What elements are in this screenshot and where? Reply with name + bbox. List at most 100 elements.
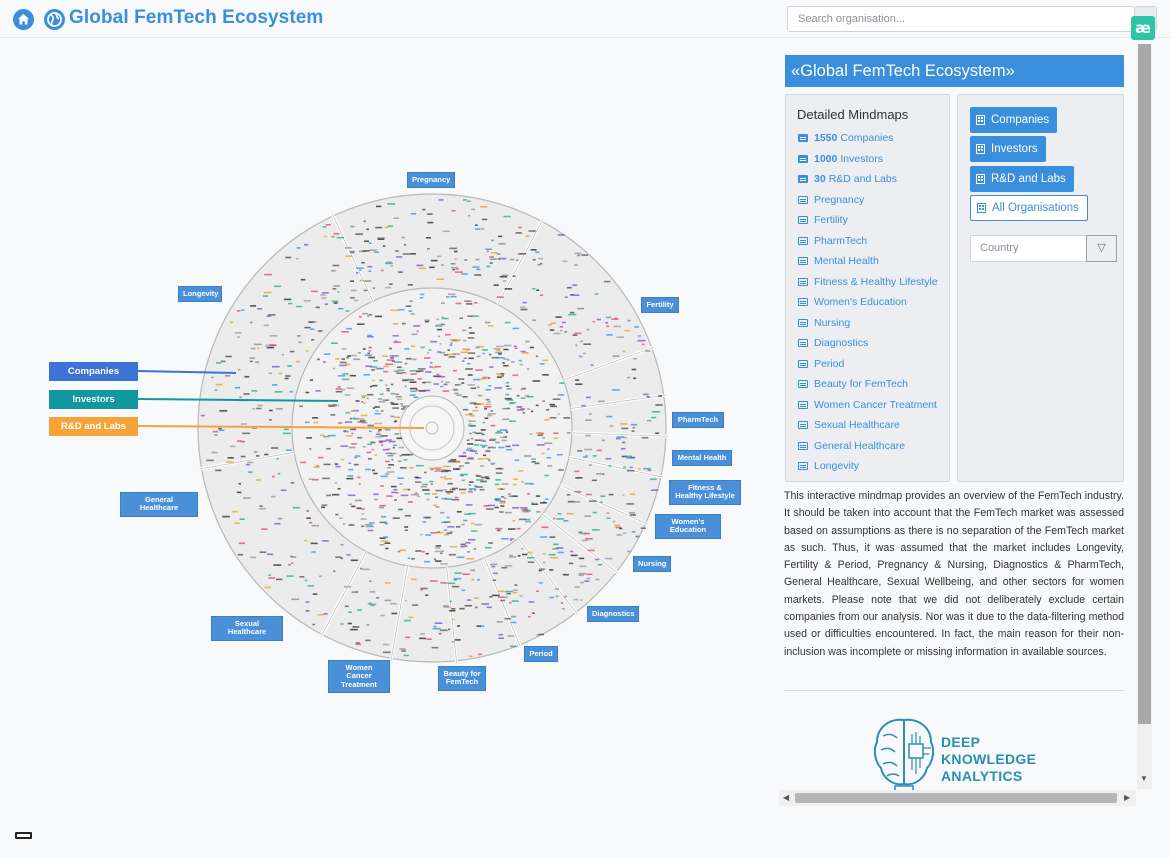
legend-rnd-labs[interactable]: R&D and Labs xyxy=(49,417,138,436)
org-logo-mark xyxy=(559,382,564,384)
vertical-scroll-thumb[interactable] xyxy=(1138,44,1151,724)
org-logo-mark xyxy=(524,509,531,512)
search-input[interactable] xyxy=(787,6,1135,32)
org-logo-mark xyxy=(616,437,621,440)
org-logo-mark xyxy=(374,498,378,501)
org-logo-mark xyxy=(386,359,394,361)
org-logo-mark xyxy=(394,361,402,363)
mindmap-link[interactable]: Period xyxy=(798,354,950,375)
org-logo-mark xyxy=(441,264,444,266)
org-logo-mark xyxy=(288,302,293,305)
mindmap-link[interactable]: Fertility xyxy=(798,210,950,231)
mindmap-link[interactable]: Pregnancy xyxy=(798,190,950,211)
org-logo-mark xyxy=(393,488,398,491)
investors-button[interactable]: Investors xyxy=(970,136,1046,162)
org-logo-mark xyxy=(433,383,439,385)
org-logo-mark xyxy=(527,493,530,495)
category-label[interactable]: Fitness & Healthy Lifestyle xyxy=(669,480,741,505)
home-icon[interactable] xyxy=(13,9,34,30)
org-logo-mark xyxy=(419,370,424,372)
org-logo-mark xyxy=(322,477,330,480)
horizontal-scroll-thumb[interactable] xyxy=(795,793,1117,803)
scroll-left-icon[interactable]: ◀ xyxy=(783,793,790,802)
org-logo-mark xyxy=(512,275,516,277)
org-logo-mark xyxy=(401,372,407,374)
org-logo-mark xyxy=(384,599,392,602)
org-logo-mark xyxy=(259,551,267,553)
org-logo-mark xyxy=(377,367,384,370)
mindmap-link[interactable]: Diagnostics xyxy=(798,333,950,354)
mindmap-link[interactable]: Nursing xyxy=(798,313,950,334)
companies-button[interactable]: Companies xyxy=(970,107,1058,133)
legend-companies[interactable]: Companies xyxy=(49,362,138,381)
org-logo-mark xyxy=(354,299,358,302)
org-logo-mark xyxy=(584,448,593,451)
ae-extension-icon[interactable]: æ xyxy=(1131,16,1155,40)
org-logo-mark xyxy=(463,339,467,342)
org-logo-mark xyxy=(529,346,534,349)
org-logo-mark xyxy=(420,533,423,536)
filter-icon[interactable]: ▽ xyxy=(1086,235,1117,262)
mindmap-link[interactable]: Women Cancer Treatment xyxy=(798,395,950,416)
category-label[interactable]: Fertility xyxy=(641,297,679,314)
org-logo-mark xyxy=(474,452,478,455)
org-logo-mark xyxy=(503,497,507,499)
category-label[interactable]: Mental Health xyxy=(672,450,732,467)
country-select[interactable]: Country xyxy=(970,235,1087,262)
org-logo-mark xyxy=(487,413,496,415)
category-label[interactable]: Diagnostics xyxy=(587,606,639,623)
category-label[interactable]: General Healthcare xyxy=(120,492,198,517)
org-logo-mark xyxy=(256,479,261,481)
org-logo-mark xyxy=(446,516,450,519)
scroll-down-icon[interactable]: ▼ xyxy=(1140,774,1148,783)
org-logo-mark xyxy=(357,436,363,439)
rnd-labs-button[interactable]: R&D and Labs xyxy=(970,166,1074,192)
org-logo-mark xyxy=(581,254,589,256)
org-logo-mark xyxy=(375,436,382,438)
org-logo-mark xyxy=(460,351,468,354)
org-logo-mark xyxy=(419,637,426,640)
org-logo-mark xyxy=(443,529,448,531)
mindmap-link[interactable]: Women's Education xyxy=(798,292,950,313)
mindmap-link[interactable]: Mental Health xyxy=(798,251,950,272)
org-logo-mark xyxy=(340,623,344,625)
org-logo-mark xyxy=(356,323,365,325)
all-organisations-button[interactable]: All Organisations xyxy=(970,195,1088,221)
category-label[interactable]: Period xyxy=(524,646,558,663)
category-label[interactable]: Women Cancer Treatment xyxy=(328,660,390,693)
fullscreen-toggle[interactable] xyxy=(15,832,32,839)
org-logo-mark xyxy=(348,524,355,526)
mindmap-link[interactable]: Fitness & Healthy Lifestyle xyxy=(798,272,950,293)
org-logo-mark xyxy=(622,532,627,534)
org-logo-mark xyxy=(369,522,375,524)
org-logo-mark xyxy=(476,403,485,405)
mindmap-link[interactable]: PharmTech xyxy=(798,231,950,252)
org-logo-mark xyxy=(468,538,476,541)
org-logo-mark xyxy=(475,346,480,349)
mindmap-link[interactable]: Longevity xyxy=(798,456,950,477)
mindmap-link[interactable]: Sexual Healthcare xyxy=(798,415,950,436)
category-label[interactable]: Pregnancy xyxy=(407,172,455,189)
category-label[interactable]: Women's Education xyxy=(655,514,721,539)
org-logo-mark xyxy=(640,527,646,529)
org-logo-mark xyxy=(297,335,301,337)
scroll-right-icon[interactable]: ▶ xyxy=(1124,793,1131,802)
category-label[interactable]: Beauty for FemTech xyxy=(438,666,486,691)
mindmap-link[interactable]: Beauty for FemTech xyxy=(798,374,950,395)
category-label[interactable]: Nursing xyxy=(633,556,671,573)
category-label[interactable]: Sexual Healthcare xyxy=(211,616,283,641)
mindmap-link[interactable]: General Healthcare xyxy=(798,436,950,457)
category-label[interactable]: Longevity xyxy=(178,286,222,303)
legend-investors[interactable]: Investors xyxy=(49,390,138,409)
org-logo-mark xyxy=(520,308,528,311)
horizontal-scrollbar[interactable]: ◀ ▶ xyxy=(779,790,1136,806)
org-logo-mark xyxy=(404,599,407,602)
category-label[interactable]: PharmTech xyxy=(672,412,724,429)
vertical-scrollbar[interactable]: ▼ xyxy=(1137,44,1152,789)
org-logo-mark xyxy=(374,251,379,253)
mindmap-canvas[interactable] xyxy=(0,40,770,820)
